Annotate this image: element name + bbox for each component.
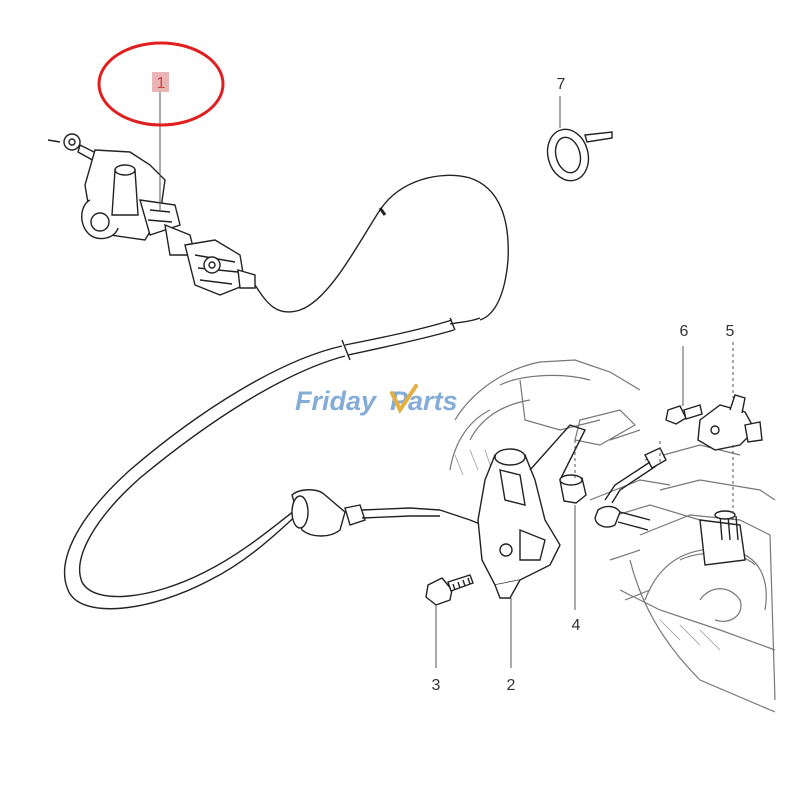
release-bracket — [477, 424, 586, 599]
clutch-hydraulic-line — [63, 174, 509, 610]
clutch-master-cylinder — [47, 133, 256, 296]
highlight-circle — [97, 41, 225, 127]
callout-3: 3 — [432, 677, 441, 694]
callout-4: 4 — [572, 617, 581, 634]
bolt-3 — [425, 574, 474, 606]
leader-lines — [159, 92, 734, 668]
transmission-housing — [449, 359, 776, 713]
bolt-6 — [665, 404, 703, 425]
watermark-swoosh — [390, 384, 418, 415]
callout-7: 7 — [557, 76, 566, 93]
callout-6: 6 — [680, 323, 689, 340]
callout-1: 1 — [157, 75, 166, 92]
washer-7 — [546, 128, 613, 182]
linkage-parts — [594, 447, 746, 566]
callout-5: 5 — [726, 323, 735, 340]
switch-5 — [697, 394, 763, 451]
bushing-4 — [559, 474, 587, 504]
watermark-text-1: Friday — [295, 386, 378, 416]
callout-2: 2 — [507, 677, 516, 694]
highlight-label-box — [152, 72, 169, 92]
